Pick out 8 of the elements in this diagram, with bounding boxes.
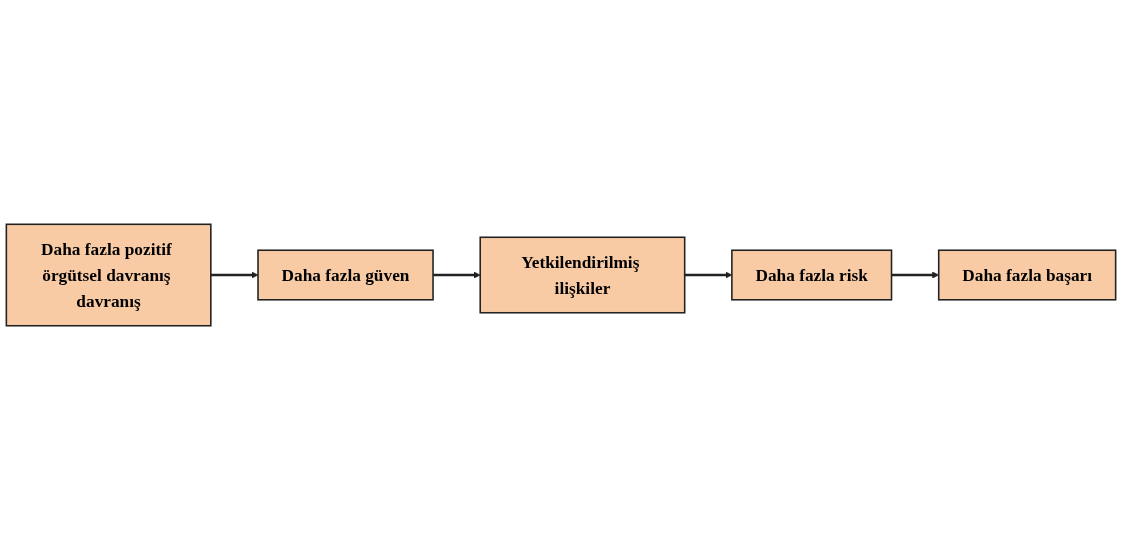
- node-box: Daha fazla başarı: [937, 249, 1117, 301]
- node-box: Daha fazla risk: [731, 249, 893, 301]
- arrow: [891, 271, 939, 279]
- node-box: Yetkilendirilmiş ilişkiler: [479, 236, 686, 314]
- node-box: Daha fazla pozitif örgütsel davranış davranış: [5, 223, 212, 327]
- arrow: [210, 271, 259, 279]
- arrow: [433, 271, 481, 279]
- node-box: Daha fazla güven: [257, 249, 434, 301]
